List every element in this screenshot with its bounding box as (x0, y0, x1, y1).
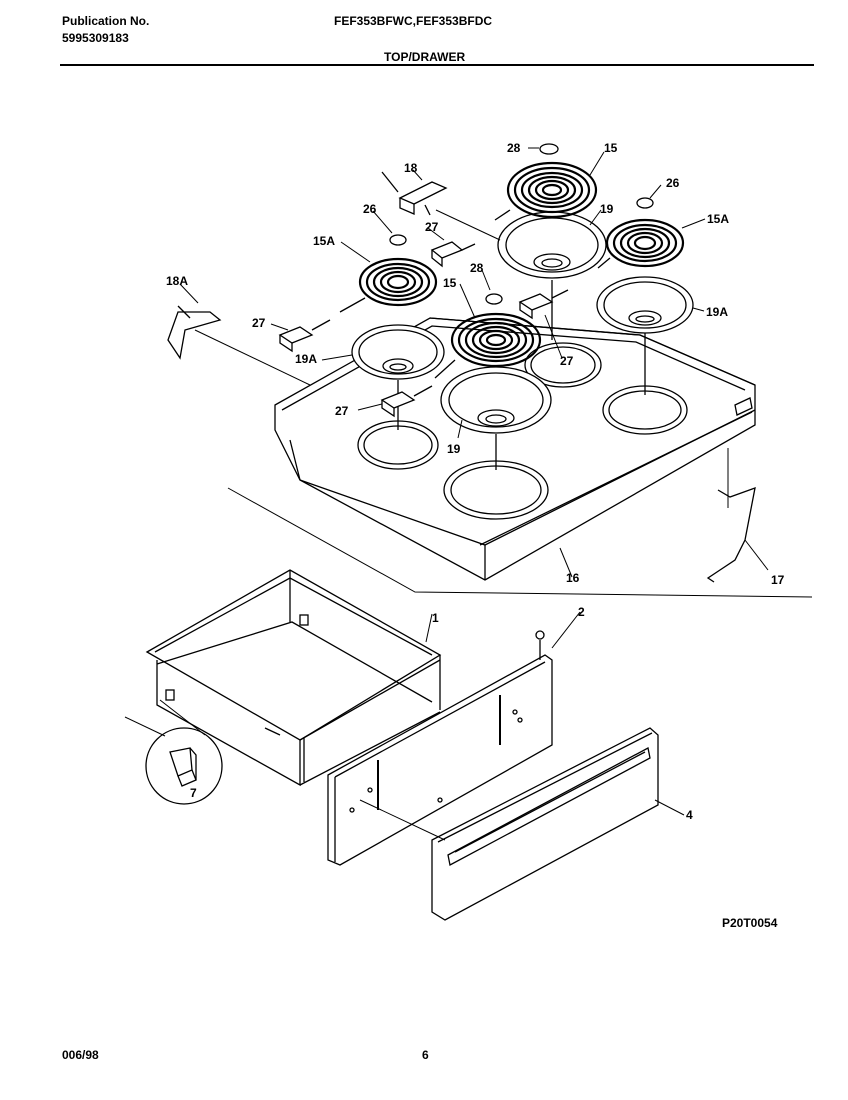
callout-7: 7 (190, 786, 197, 800)
footer-date: 006/98 (62, 1048, 99, 1062)
bracket-18A (167, 305, 311, 386)
publication-number: 5995309183 (62, 31, 129, 45)
callout-19A: 19A (706, 305, 728, 319)
callout-15: 15 (604, 141, 618, 155)
drawer-stop-7-detail (124, 699, 223, 805)
publication-label: Publication No. (62, 14, 150, 28)
receptacle-27 (380, 385, 433, 418)
part-28-disc (485, 293, 503, 305)
section-title: TOP/DRAWER (384, 50, 466, 64)
figure-code: P20T0054 (722, 916, 778, 930)
callout-1: 1 (432, 611, 439, 625)
callout-27: 27 (335, 404, 349, 418)
model-numbers: FEF353BFWC,FEF353BFDC (334, 14, 493, 28)
drawer-1 (145, 569, 442, 787)
callout-15A: 15A (313, 234, 335, 248)
receptacle-27 (430, 241, 476, 268)
surface-element-15A-right (597, 218, 685, 269)
callout-19: 19 (447, 442, 461, 456)
callout-27: 27 (425, 220, 439, 234)
callout-27: 27 (560, 354, 574, 368)
surface-element-15-front (434, 312, 542, 379)
page-number: 6 (422, 1048, 429, 1062)
part-26-disc (636, 197, 654, 209)
callout-26: 26 (666, 176, 680, 190)
drip-bowl-19-front (440, 366, 552, 470)
part-28-disc (539, 143, 559, 155)
receptacle-27 (518, 289, 569, 320)
cooktop-16 (227, 317, 813, 598)
callout-15A: 15A (707, 212, 729, 226)
drip-bowl-19A-left (351, 324, 445, 430)
receptacle-27 (278, 319, 331, 353)
callout-4: 4 (686, 808, 693, 822)
wire-harness-17 (706, 448, 769, 583)
callout-17: 17 (771, 573, 785, 587)
callout-18: 18 (404, 161, 418, 175)
callout-28: 28 (470, 261, 484, 275)
callout-2: 2 (578, 605, 585, 619)
leader-lines (179, 147, 706, 816)
callout-19A: 19A (295, 352, 317, 366)
drawer-panel-2 (327, 630, 553, 866)
drip-bowl-19A-right (596, 276, 694, 395)
bracket-18 (381, 171, 501, 241)
callout-28: 28 (507, 141, 521, 155)
surface-element-15A-left (339, 257, 438, 313)
callout-19: 19 (600, 202, 614, 216)
surface-element-15-rear (494, 161, 598, 221)
burner-opening (524, 342, 602, 388)
callout-16: 16 (566, 571, 580, 585)
drawer-front-4 (359, 727, 659, 921)
header-rule (60, 64, 814, 66)
callout-15: 15 (443, 276, 457, 290)
callout-18A: 18A (166, 274, 188, 288)
callout-27: 27 (252, 316, 266, 330)
callout-26: 26 (363, 202, 377, 216)
part-26-disc (389, 234, 407, 246)
